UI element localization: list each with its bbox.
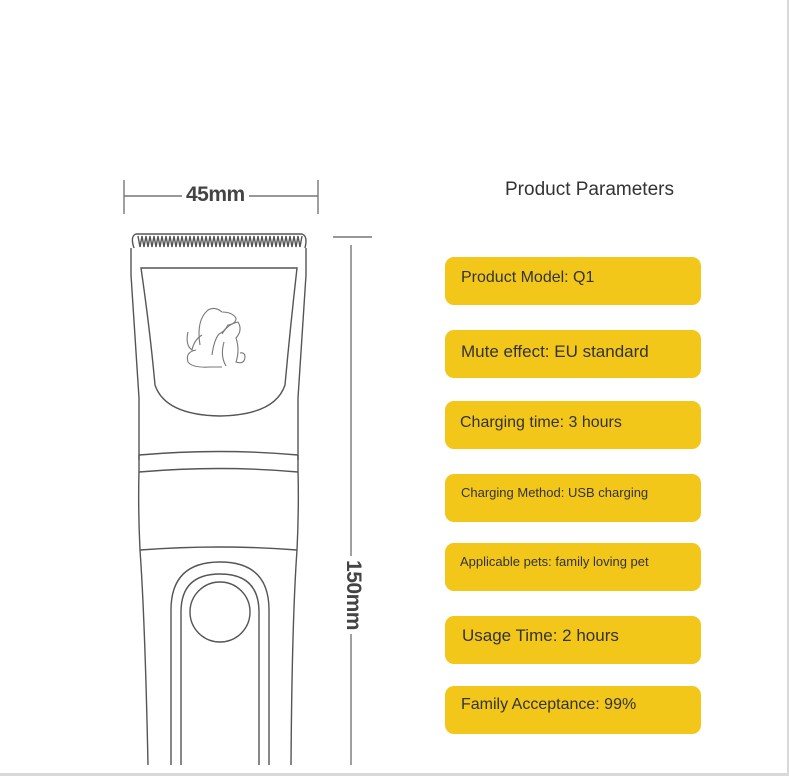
param-label: Charging Method: USB charging: [461, 485, 649, 500]
param-label: Family Acceptance: 99%: [461, 696, 637, 713]
power-button-panel: [170, 561, 270, 765]
param-label: Mute effect: EU standard: [461, 342, 649, 361]
param-label: Usage Time: 2 hours: [462, 626, 619, 645]
param-charging-method: Charging Method: USB charging: [445, 474, 701, 522]
param-usage-time: Usage Time: 2 hours: [445, 616, 701, 664]
frame-border-right: [787, 0, 789, 776]
param-applicable-pets: Applicable pets: family loving pet: [445, 543, 701, 591]
param-family-acceptance: Family Acceptance: 99%: [445, 686, 701, 734]
width-dimension-label: 45mm: [182, 183, 249, 207]
param-label: Charging time: 3 hours: [460, 414, 622, 431]
height-dimension-line: [333, 236, 372, 765]
power-button-icon: [189, 581, 251, 643]
dog-cat-logo-icon: [186, 307, 246, 368]
blade-housing: [130, 248, 307, 417]
frame-border-bottom: [0, 773, 789, 776]
clipper-body: [137, 398, 300, 766]
param-charging-time: Charging time: 3 hours: [445, 401, 701, 449]
param-label: Product Model: Q1: [461, 269, 595, 286]
param-mute-effect: Mute effect: EU standard: [445, 330, 701, 378]
param-product-model: Product Model: Q1: [445, 257, 701, 305]
param-label: Applicable pets: family loving pet: [460, 554, 649, 569]
height-dimension-label: 150mm: [340, 556, 365, 634]
blade-teeth: [131, 233, 307, 249]
section-title: Product Parameters: [505, 179, 674, 200]
